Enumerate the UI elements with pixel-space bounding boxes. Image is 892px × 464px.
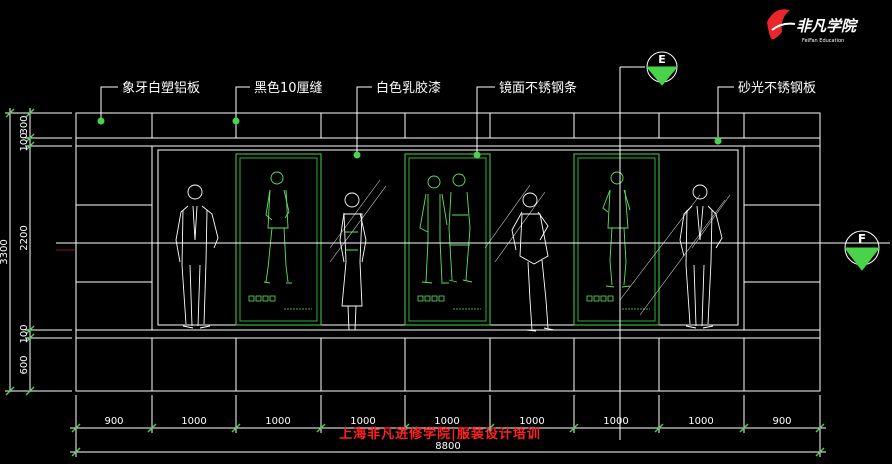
- annotation-ivory-aluminum-panel: 象牙白塑铝板: [122, 80, 200, 96]
- dim-left-total: 3300: [0, 239, 10, 264]
- figure-couple-poster2: [419, 173, 473, 284]
- left-dimensions: 300 100 2200 100 600 3300: [0, 108, 72, 396]
- dim-bottom-1000: 1000: [181, 416, 206, 427]
- poster-panels: [235, 153, 660, 326]
- annotation-dot: [97, 117, 105, 125]
- section-arrow-icon: [843, 247, 881, 271]
- bottom-dimensions: 900 1000 1000 1000 1000 1000 1000 1000 9…: [70, 395, 826, 457]
- dim-bottom-1000: 1000: [434, 416, 459, 427]
- annotation-dot: [473, 151, 481, 159]
- section-marker-f-label: F: [858, 232, 866, 246]
- annotation-sanded-steel-panel: 砂光不锈钢板: [738, 81, 816, 96]
- section-marker-e: E: [619, 51, 679, 440]
- logo-swoosh-icon: [767, 9, 790, 40]
- dim-bottom-1000: 1000: [265, 416, 290, 427]
- dim-bottom-900-right: 900: [772, 416, 791, 427]
- logo-name-cn: 非凡学院: [796, 17, 859, 35]
- wall-outline: [75, 112, 821, 392]
- figure-woman-dress: [339, 192, 367, 331]
- dim-bottom-1000: 1000: [603, 416, 628, 427]
- dim-left-300: 300: [19, 115, 30, 134]
- figure-man-right: [679, 184, 723, 329]
- figure-woman-pose: [511, 192, 555, 332]
- dim-bottom-total: 8800: [435, 441, 460, 452]
- figure-woman-poster3: [602, 171, 631, 288]
- dim-left-600: 600: [19, 355, 30, 374]
- annotation-dot: [232, 117, 240, 125]
- section-arrow-icon: [645, 66, 679, 86]
- annotation-leaders: [97, 86, 734, 159]
- annotation-labels: 象牙白塑铝板 黑色10厘缝 白色乳胶漆 镜面不锈钢条 砂光不锈钢板: [122, 80, 816, 96]
- section-marker-f: F: [843, 230, 881, 271]
- annotation-dot: [353, 151, 361, 159]
- dim-bottom-1000: 1000: [350, 416, 375, 427]
- section-marker-e-label: E: [658, 53, 666, 66]
- dim-left-100-top: 100: [19, 132, 30, 151]
- figure-woman-poster1: [263, 171, 292, 284]
- figure-man-left: [175, 184, 219, 329]
- dim-left-2200: 2200: [19, 225, 30, 250]
- annotation-mirror-steel-strip: 镜面不锈钢条: [499, 80, 577, 96]
- annotation-dot: [714, 137, 722, 145]
- logo-name-en: FeiFan Education: [802, 38, 844, 44]
- feifan-logo: 非凡学院 FeiFan Education: [767, 9, 859, 44]
- annotation-black-10mm-gap: 黑色10厘缝: [254, 80, 323, 96]
- dim-bottom-1000: 1000: [688, 416, 713, 427]
- watermark-text: 上海非凡进修学院|服装设计培训: [339, 426, 541, 442]
- annotation-white-latex-paint: 白色乳胶漆: [376, 80, 441, 96]
- dim-bottom-1000: 1000: [519, 416, 544, 427]
- dim-bottom-900-left: 900: [104, 416, 123, 427]
- dim-left-100-bottom: 100: [19, 324, 30, 343]
